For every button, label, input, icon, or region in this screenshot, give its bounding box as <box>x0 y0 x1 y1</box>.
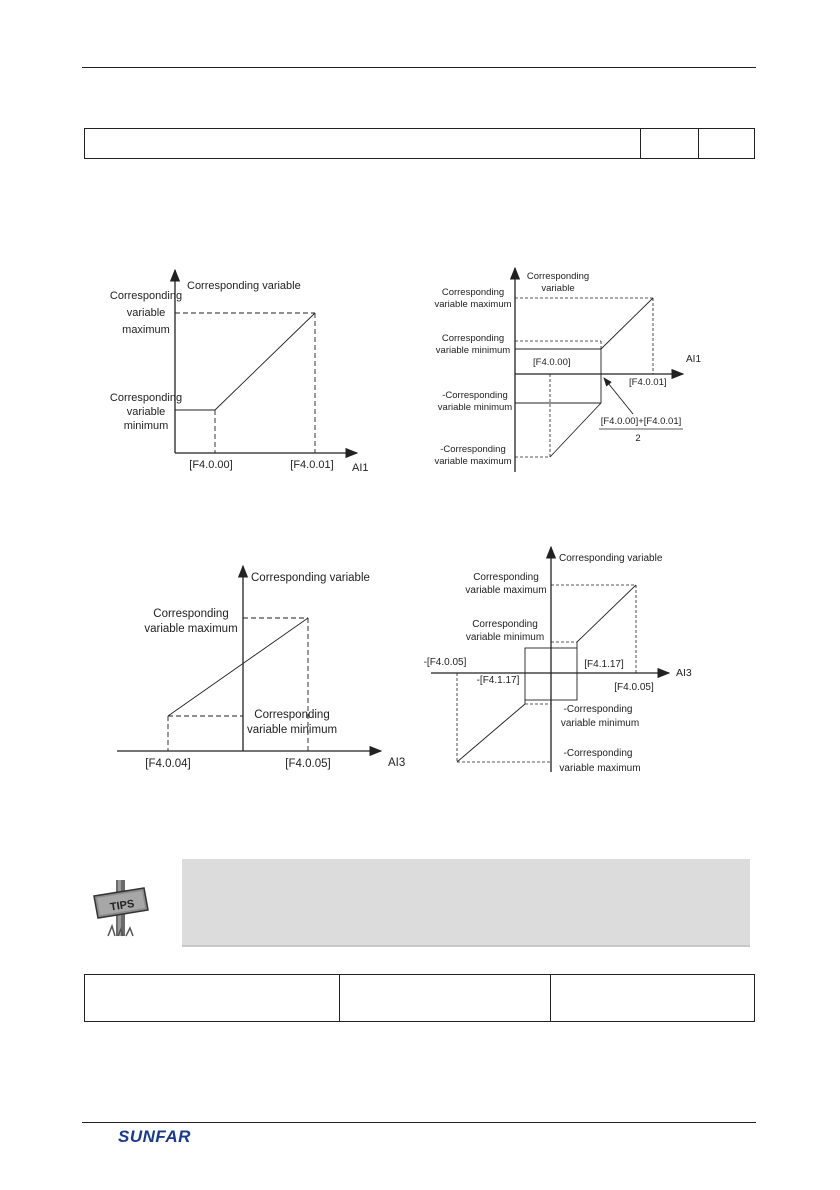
fig4-tick-neg-f405: -[F4.0.05] <box>424 657 467 668</box>
fig2-mid-denominator: 2 <box>635 433 640 444</box>
diagram-path-mark <box>107 923 134 937</box>
fig1-max-label-1: Corresponding <box>110 290 182 302</box>
fig2-neg-min-label-2: variable minimum <box>438 402 513 413</box>
fig3-min-label-2: variable minimum <box>247 724 337 736</box>
bottom-cell-3 <box>551 975 754 1021</box>
fig4-neg-max-label-1: -Corresponding <box>564 748 633 759</box>
fig1-x-axis-label: AI1 <box>352 462 369 474</box>
fig2-min-label-1: Corresponding <box>442 333 504 344</box>
tips-note-box <box>182 859 750 947</box>
fig3-x-tick-1: [F4.0.04] <box>145 758 190 770</box>
bottom-cell-2 <box>340 975 551 1021</box>
fig4-tick-f405: [F4.0.05] <box>614 682 654 693</box>
parameter-table-header <box>84 128 755 159</box>
fig4-curve-pos <box>576 584 637 648</box>
fig2-y-axis-label-1: Corresponding <box>527 271 589 282</box>
fig1-min-label-2: variable <box>127 406 166 418</box>
fig4-tick-f4117: [F4.1.17] <box>584 659 624 670</box>
header-rule <box>82 67 756 68</box>
fig4-min-label-1: Corresponding <box>472 619 538 630</box>
fig3-max-label-2: variable maximum <box>144 623 237 635</box>
fig1-min-label-1: Corresponding <box>110 392 182 404</box>
diagram-path-mark <box>97 891 145 915</box>
fig2-x-tick-2: [F4.0.01] <box>629 377 667 388</box>
fig3-curve <box>167 617 309 717</box>
fig4-y-axis-label: Corresponding variable <box>559 553 663 564</box>
fig1-y-axis-label: Corresponding variable <box>187 280 301 292</box>
fig2-neg-max-label-1: -Corresponding <box>440 444 505 455</box>
fig1-min-label-3: minimum <box>124 420 169 432</box>
fig3-y-axis-label: Corresponding variable <box>251 572 370 584</box>
fig2-mid-numerator: [F4.0.00]+[F4.0.01] <box>601 416 682 427</box>
param-default-cell <box>641 129 699 158</box>
tips-icon-text: TIPS <box>109 898 135 914</box>
fig3-min-label-1: Corresponding <box>254 709 329 721</box>
param-name-cell <box>85 129 641 158</box>
diagram-line-mark <box>603 377 634 415</box>
fig2-y-axis-label-2: variable <box>541 283 574 294</box>
fig4-curve-neg <box>456 700 526 763</box>
fig4-deadband-square <box>524 647 578 701</box>
fig2-neg-min-label-1: -Corresponding <box>442 390 507 401</box>
fig1-x-tick-1: [F4.0.00] <box>189 459 232 471</box>
sunfar-logo: SUNFAR <box>118 1127 191 1147</box>
fig1-max-label-3: maximum <box>122 324 170 336</box>
parameter-table-bottom <box>84 974 755 1022</box>
fig4-max-label-2: variable maximum <box>465 585 546 596</box>
fig2-max-label-2: variable maximum <box>434 299 511 310</box>
fig4-tick-neg-f4117: -[F4.1.17] <box>477 675 520 686</box>
fig4-min-label-2: variable minimum <box>466 632 544 643</box>
fig1-max-label-2: variable <box>127 307 166 319</box>
logo-text: SUNFAR <box>118 1127 191 1146</box>
fig3-x-tick-2: [F4.0.05] <box>285 758 330 770</box>
fig4-neg-min-label-1: -Corresponding <box>564 704 633 715</box>
fig2-max-label-1: Corresponding <box>442 287 504 298</box>
fig4-neg-min-label-2: variable minimum <box>561 718 639 729</box>
fig2-neg-max-label-2: variable maximum <box>434 456 511 467</box>
footer-rule <box>82 1122 756 1123</box>
fig2-x-tick-1: [F4.0.00] <box>533 357 571 368</box>
fig4-neg-max-label-2: variable maximum <box>559 763 640 774</box>
fig2-min-label-2: variable minimum <box>436 345 511 356</box>
fig2-x-axis-label: AI1 <box>686 354 701 365</box>
bottom-cell-1 <box>85 975 340 1021</box>
fig3-x-axis-label: AI3 <box>388 757 405 769</box>
tips-icon: TIPS <box>93 880 149 937</box>
fig3-max-label-1: Corresponding <box>153 608 228 620</box>
fig4-max-label-1: Corresponding <box>473 572 539 583</box>
fig4-x-axis-label: AI3 <box>676 667 692 679</box>
fig1-x-tick-2: [F4.0.01] <box>290 459 333 471</box>
